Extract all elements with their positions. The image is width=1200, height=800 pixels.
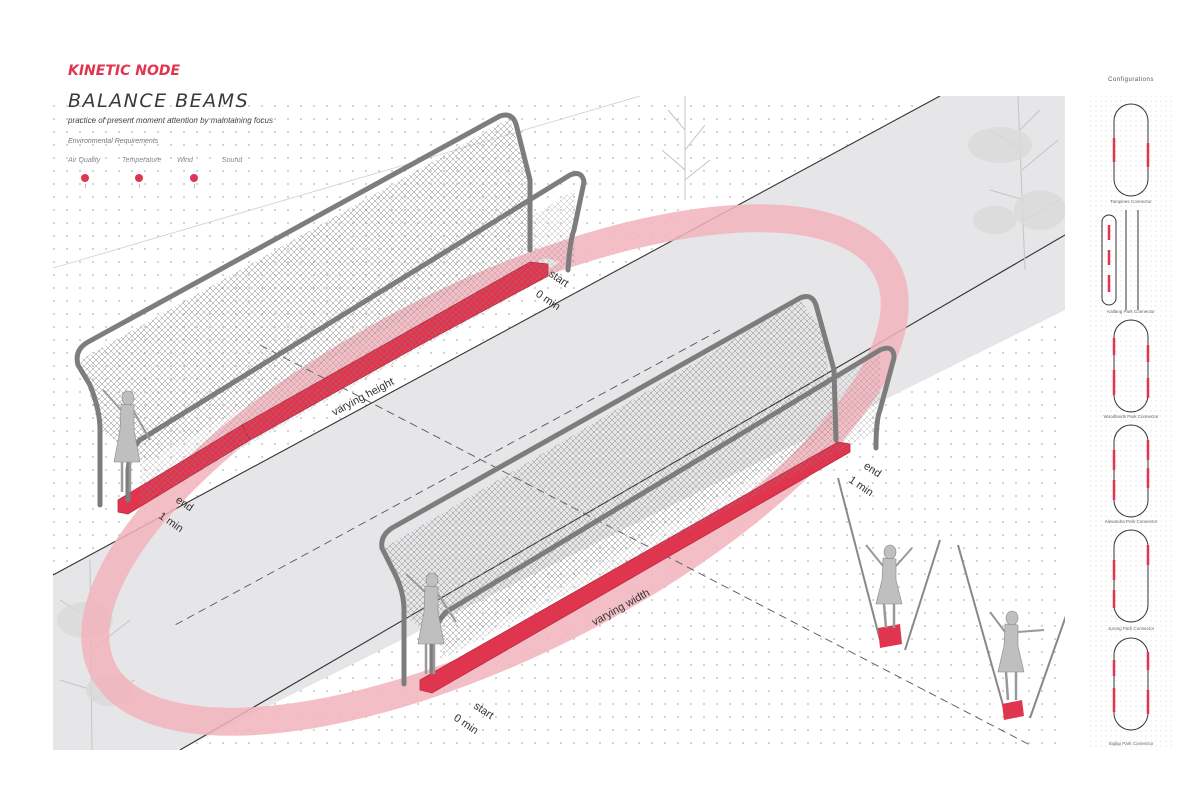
env-tick [193, 184, 195, 188]
config-caption: Jurong Park Connector [1107, 626, 1155, 631]
beam-varying-width [379, 294, 897, 694]
beam1-frame-back [74, 112, 533, 508]
config-caption: Alexandra Park Connector [1104, 519, 1158, 524]
config-caption: Siglap Park Connector [1108, 741, 1154, 746]
env-label: Sound [222, 157, 243, 164]
configurations-title: Configurations [1108, 77, 1154, 83]
page-subtitle: practice of present moment attention by … [68, 116, 273, 125]
env-item-sound: Sound [222, 157, 282, 164]
configuration-panel [1090, 96, 1172, 750]
environment-title: Environmental Requirements [68, 138, 159, 145]
config-caption: Tampines Connector [1110, 199, 1152, 204]
env-item-temperature: Temperature [122, 157, 182, 188]
env-item-air-quality: Air Quality [68, 157, 128, 188]
walking-path [53, 96, 1065, 750]
config-caption: Kallang Park Connector [1107, 309, 1155, 314]
page-title: BALANCE BEAMS [68, 90, 250, 112]
person-figure [405, 572, 457, 674]
env-tick [138, 184, 140, 188]
detail-figure-wide [957, 544, 1065, 720]
beam-varying-height [74, 112, 587, 515]
config-caption: Woodlands Park Connector [1103, 414, 1159, 419]
env-label: Air Quality [68, 157, 101, 164]
ground-plane [53, 96, 1065, 750]
env-label: Wind [177, 157, 193, 164]
person-figure [102, 389, 151, 492]
detail-figure-narrow [837, 477, 941, 651]
beam1-mesh [80, 118, 528, 462]
env-active-dot [135, 174, 143, 182]
env-item-wind: Wind [177, 157, 237, 188]
env-tick [84, 184, 86, 188]
beam2-frame-back [379, 294, 839, 687]
kicker-label: KINETIC NODE [68, 63, 181, 79]
env-label: Temperature [122, 157, 162, 164]
env-active-dot [81, 174, 89, 182]
env-active-dot [190, 174, 198, 182]
